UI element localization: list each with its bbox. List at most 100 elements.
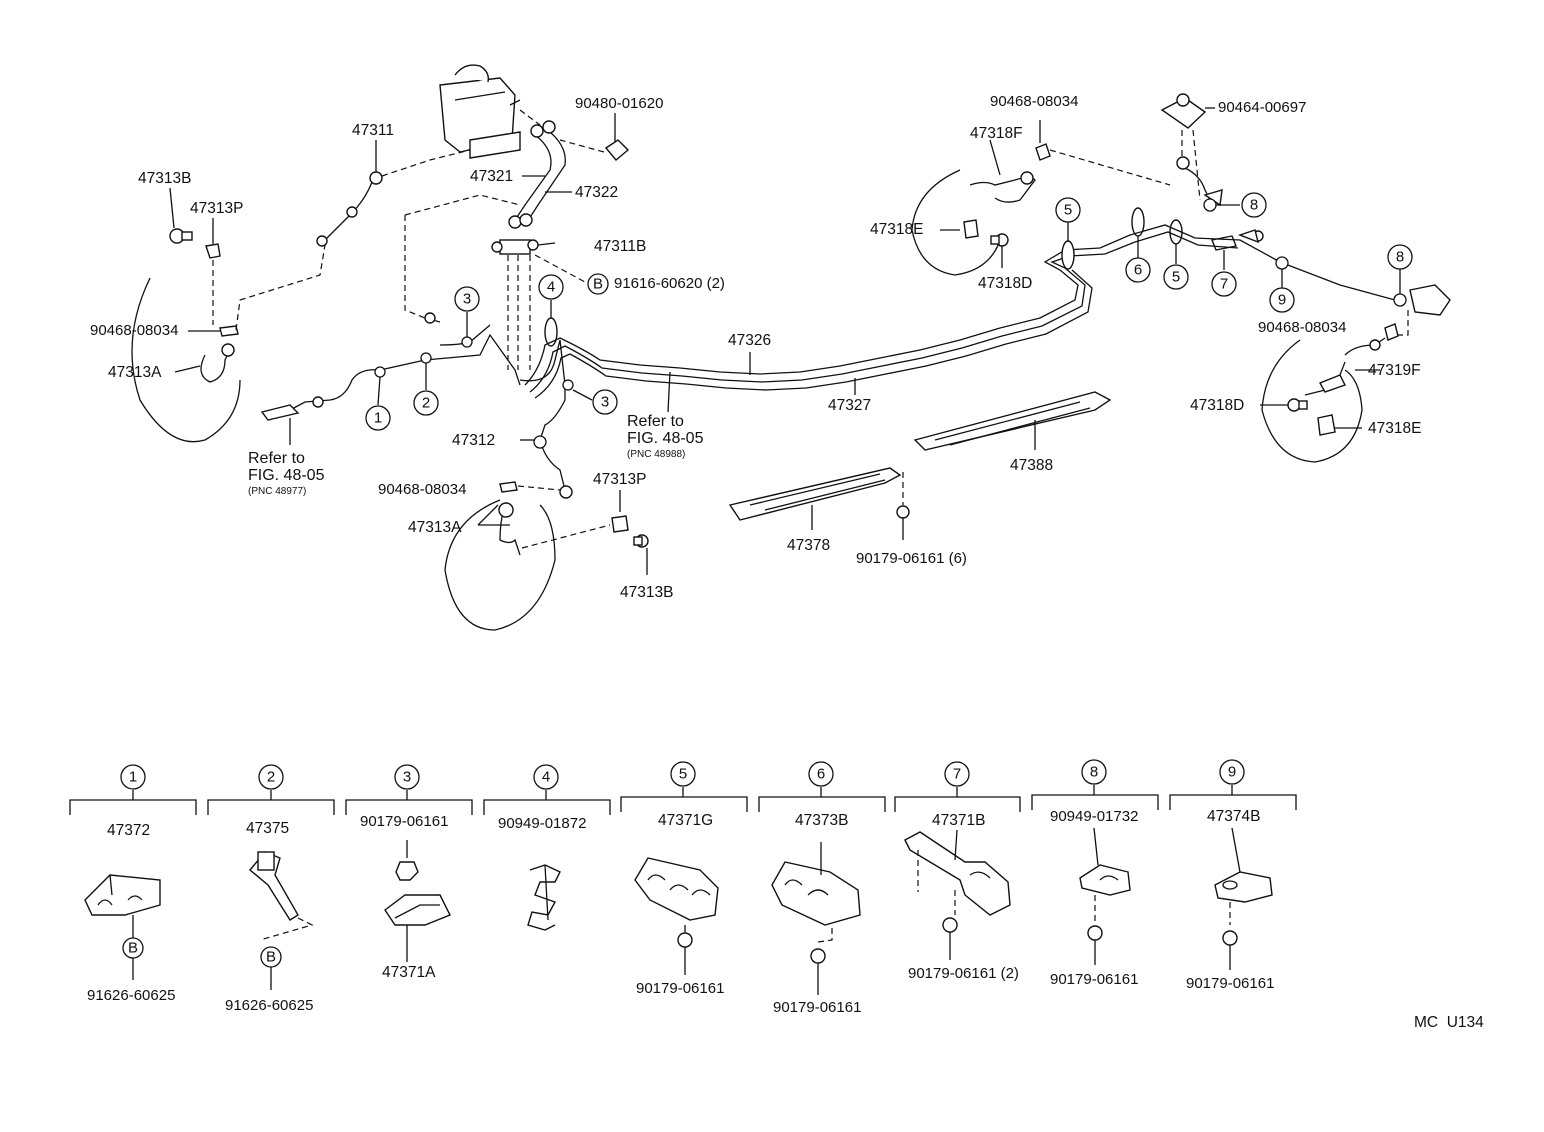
callout-8b: 8 xyxy=(1387,244,1413,270)
legend-part-1-bracket xyxy=(84,874,161,980)
legend-part-4: 90949-01872 xyxy=(498,815,586,832)
legend-part-9: 47374B xyxy=(1207,808,1260,825)
legend-part-2: 47375 xyxy=(246,820,289,837)
label-47318F: 47318F xyxy=(970,125,1023,142)
ref-left-line3: (PNC 48977) xyxy=(248,486,306,497)
legend-circle-8: 8 xyxy=(1081,759,1107,785)
legend-sub-1: 91626-60625 xyxy=(87,987,175,1004)
label-90468-right: 90468-08034 xyxy=(1258,319,1346,336)
callout-8a: 8 xyxy=(1241,192,1267,218)
callout-5a: 5 xyxy=(1055,197,1081,223)
svg-text:5: 5 xyxy=(1172,269,1180,286)
label-47388: 47388 xyxy=(1010,457,1053,474)
left-caliper-outline xyxy=(131,277,241,443)
svg-text:3: 3 xyxy=(601,394,609,411)
callout-3a: 3 xyxy=(454,286,480,312)
svg-text:2: 2 xyxy=(267,769,275,786)
legend-part-3: 90179-06161 xyxy=(360,813,448,830)
ref-left-line2: FIG. 48-05 xyxy=(248,467,325,484)
svg-text:7: 7 xyxy=(1220,276,1228,293)
legend-sub-7: 90179-06161 (2) xyxy=(908,965,1019,982)
svg-text:9: 9 xyxy=(1228,764,1236,781)
svg-text:B: B xyxy=(128,940,138,957)
label-47318D-right: 47318D xyxy=(1190,397,1244,414)
svg-text:1: 1 xyxy=(129,769,137,786)
label-90468-top: 90468-08034 xyxy=(990,93,1078,110)
svg-text:B: B xyxy=(593,276,603,293)
legend-circle-2: 2 xyxy=(258,764,284,790)
callout-5b: 5 xyxy=(1163,264,1189,290)
svg-text:7: 7 xyxy=(953,766,961,783)
label-90464: 90464-00697 xyxy=(1218,99,1306,116)
svg-text:1: 1 xyxy=(374,410,382,427)
label-47318E-left: 47318E xyxy=(870,221,923,238)
pipe-front-left xyxy=(289,333,521,411)
plate-left xyxy=(205,243,221,259)
legend-circle-7: 7 xyxy=(944,761,970,787)
legend-circle-9: 9 xyxy=(1219,759,1245,785)
legend-part-5: 47371G xyxy=(658,812,713,829)
svg-text:2: 2 xyxy=(422,395,430,412)
legend-circle-5: 5 xyxy=(670,761,696,787)
legend-part-7: 47371B xyxy=(932,812,985,829)
legend-sub-3: 47371A xyxy=(382,964,436,981)
label-47318D-left: 47318D xyxy=(978,275,1032,292)
callout-4: 4 xyxy=(538,274,564,300)
svg-text:8: 8 xyxy=(1396,249,1404,266)
legend-part-9-clip xyxy=(1214,827,1273,970)
callout-3b: 3 xyxy=(592,389,618,415)
svg-text:5: 5 xyxy=(679,766,687,783)
flex-hose-end-left xyxy=(260,404,300,421)
rail-47388 xyxy=(913,391,1112,451)
legend-part-6: 47373B xyxy=(795,812,848,829)
ref-center-line1: Refer to xyxy=(627,413,684,430)
callout-6: 6 xyxy=(1125,257,1151,283)
label-47313B-left: 47313B xyxy=(138,170,191,187)
legend-part-3-nut-clip xyxy=(384,840,451,962)
rail-47378 xyxy=(728,467,902,521)
label-47378: 47378 xyxy=(787,537,830,554)
legend-part-2-bracket xyxy=(249,851,314,990)
label-90468-left: 90468-08034 xyxy=(90,322,178,339)
proportion-valve-47311B xyxy=(491,239,556,255)
label-47327: 47327 xyxy=(828,397,871,414)
callout-b-91616: B xyxy=(587,273,609,295)
legend-sub-8: 90179-06161 xyxy=(1050,971,1138,988)
svg-text:6: 6 xyxy=(817,766,825,783)
svg-text:5: 5 xyxy=(1064,202,1072,219)
label-47313A-left: 47313A xyxy=(108,364,162,381)
legend-part-6-clip xyxy=(771,842,861,995)
label-90468-center: 90468-08034 xyxy=(378,481,466,498)
svg-text:3: 3 xyxy=(463,291,471,308)
legend-part-7-bracket xyxy=(904,829,1011,960)
svg-text:4: 4 xyxy=(542,769,550,786)
rear-caliper-outline-left xyxy=(911,169,1001,276)
svg-text:9: 9 xyxy=(1278,292,1286,309)
pipe-47321 xyxy=(514,134,552,221)
ref-center-line2: FIG. 48-05 xyxy=(627,430,704,447)
legend-b-1: B xyxy=(122,937,144,959)
legend-circle-1: 1 xyxy=(120,764,146,790)
rear-caliper-outline-right xyxy=(1261,339,1363,463)
legend-part-1: 47372 xyxy=(107,822,150,839)
label-47319F: 47319F xyxy=(1368,362,1421,379)
pipe-47327 xyxy=(529,241,1136,393)
label-90179-6: 90179-06161 (6) xyxy=(856,550,967,567)
union-90480 xyxy=(559,139,630,161)
label-47326: 47326 xyxy=(728,332,771,349)
label-47313B-center: 47313B xyxy=(620,584,673,601)
svg-text:3: 3 xyxy=(403,769,411,786)
pipe-47312 xyxy=(519,339,566,491)
diagram-code: MC U134 xyxy=(1414,1014,1484,1031)
legend-sub-2: 91626-60625 xyxy=(225,997,313,1014)
label-47313P-left: 47313P xyxy=(190,200,243,217)
callout-1: 1 xyxy=(365,405,391,431)
legend-sub-5: 90179-06161 xyxy=(636,980,724,997)
ref-center-line3: (PNC 48988) xyxy=(627,449,685,460)
label-47318E-right: 47318E xyxy=(1368,420,1421,437)
legend-sub-9: 90179-06161 xyxy=(1186,975,1274,992)
ref-left-line1: Refer to xyxy=(248,450,305,467)
label-90480: 90480-01620 xyxy=(575,95,663,112)
